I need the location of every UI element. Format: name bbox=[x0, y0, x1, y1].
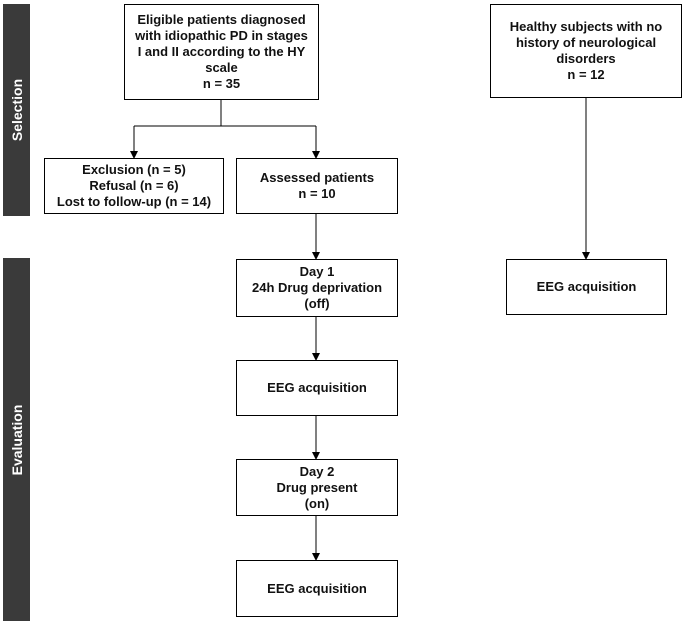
day1-box: Day 1 24h Drug deprivation (off) bbox=[236, 259, 398, 317]
day2-line-1: Day 2 bbox=[299, 463, 335, 479]
assessed-line-1: Assessed patients bbox=[259, 170, 375, 185]
healthy-line-2: history of neurological bbox=[515, 35, 657, 50]
excluded-line-2: Refusal (n = 6) bbox=[89, 178, 179, 193]
healthy-count: n = 12 bbox=[567, 67, 605, 82]
assessed-line-2: n = 10 bbox=[298, 186, 336, 201]
healthy-line-3: disorders bbox=[556, 51, 616, 66]
day2-line-3: (on) bbox=[304, 495, 330, 511]
excluded-line-3: Lost to follow-up (n = 14) bbox=[56, 194, 212, 209]
selection-phase-bar: Selection bbox=[3, 4, 30, 216]
day1-line-3: (off) bbox=[304, 296, 330, 311]
excluded-box: Exclusion (n = 5) Refusal (n = 6) Lost t… bbox=[44, 158, 224, 214]
eligible-line-3: I and II according to the HY bbox=[137, 44, 306, 59]
assessed-patients-box: Assessed patients n = 10 bbox=[236, 158, 398, 214]
eligible-patients-box: Eligible patients diagnosed with idiopat… bbox=[124, 4, 319, 100]
eligible-line-2: with idiopathic PD in stages bbox=[135, 28, 308, 43]
eeg-on-box: EEG acquisition bbox=[236, 560, 398, 617]
eeg-off-box: EEG acquisition bbox=[236, 360, 398, 416]
eeg-on-label: EEG acquisition bbox=[267, 580, 367, 596]
day2-box: Day 2 Drug present (on) bbox=[236, 459, 398, 516]
excluded-line-1: Exclusion (n = 5) bbox=[82, 162, 186, 177]
eeg-healthy-box: EEG acquisition bbox=[506, 259, 667, 315]
eligible-line-1: Eligible patients diagnosed bbox=[137, 12, 306, 27]
eligible-line-4: scale bbox=[205, 60, 238, 75]
eeg-healthy-label: EEG acquisition bbox=[536, 279, 637, 294]
healthy-subjects-box: Healthy subjects with no history of neur… bbox=[490, 4, 682, 98]
day1-line-1: Day 1 bbox=[299, 264, 335, 279]
day1-line-2: 24h Drug deprivation bbox=[251, 280, 383, 295]
healthy-line-1: Healthy subjects with no bbox=[509, 19, 663, 34]
evaluation-phase-bar: Evaluation bbox=[3, 258, 30, 621]
eligible-count: n = 35 bbox=[202, 76, 241, 91]
day2-line-2: Drug present bbox=[276, 479, 358, 495]
eeg-off-label: EEG acquisition bbox=[267, 380, 367, 395]
